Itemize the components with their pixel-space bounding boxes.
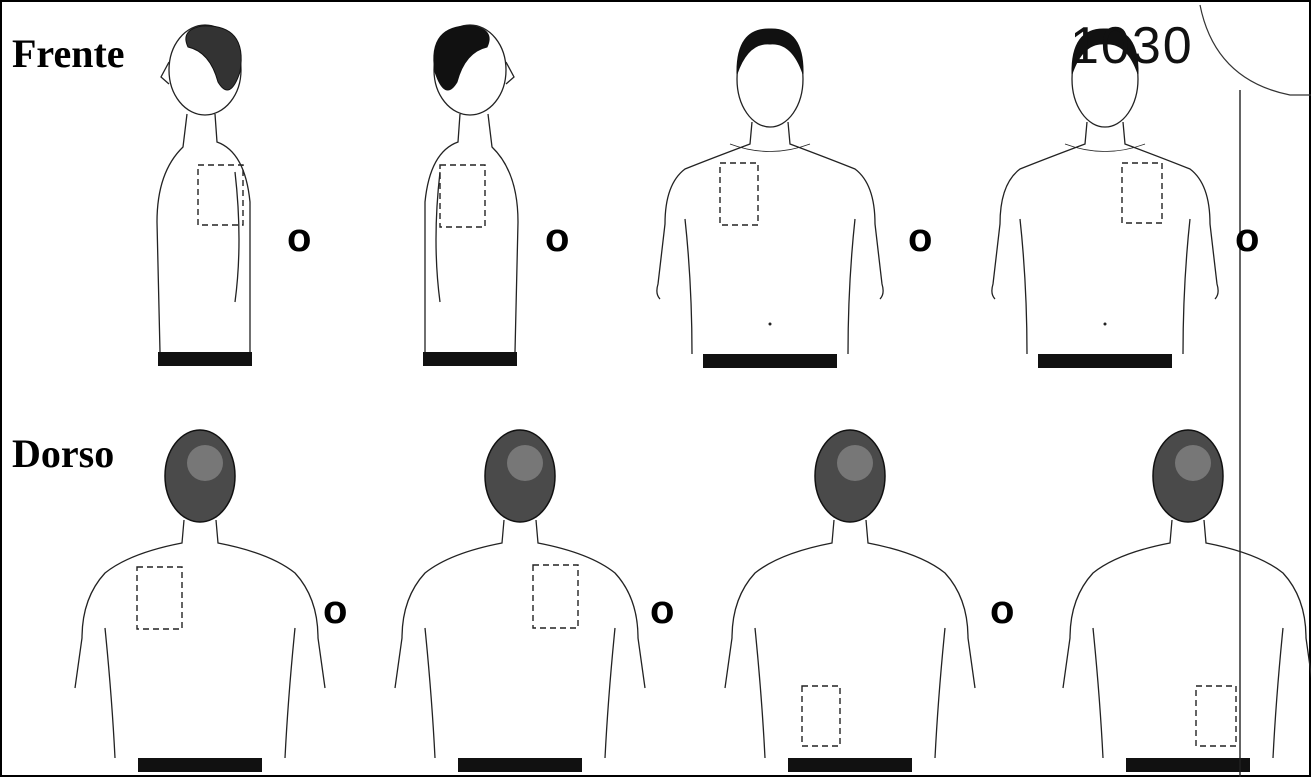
figure-hair-highlight-5 [187,445,223,481]
separator-o-4: o [1235,218,1259,258]
figure-navel-3 [769,323,772,326]
separator-o-5: o [323,590,347,630]
figure-waistband-back-6 [458,758,582,772]
application-area-patch-7 [802,686,840,746]
figure-torso-back-5 [75,520,325,758]
figure-hair-side-1 [186,26,241,90]
figure-torso-back-6 [395,520,645,758]
figure-waistband-side-2 [423,352,517,366]
figure-waistband-side-1 [158,352,252,366]
application-area-patch-5 [137,567,182,629]
separator-o-6: o [650,590,674,630]
figure-waistband-front-4 [1038,354,1172,368]
application-area-patch-6 [533,565,578,628]
back-row-label: Dorso [12,434,114,474]
stamp-seal-arc [1200,5,1311,95]
separator-o-1: o [287,218,311,258]
figure-waistband-back-7 [788,758,912,772]
figure-hair-highlight-7 [837,445,873,481]
figure-collar-front-3 [730,144,810,152]
figure-hair-side-2 [434,26,489,90]
figure-torso-side-2 [425,114,518,352]
figure-hair-highlight-8 [1175,445,1211,481]
figure-hair-front-3 [737,29,803,74]
application-area-patch-8 [1196,686,1236,746]
handwritten-stamp-number: 1030 [1070,20,1194,72]
separator-o-3: o [908,218,932,258]
separator-o-7: o [990,590,1014,630]
figure-waistband-back-8 [1126,758,1250,772]
figure-torso-side-1 [157,114,250,352]
figure-hair-highlight-6 [507,445,543,481]
figure-nose-side-2 [506,62,514,84]
figure-torso-back-8 [1063,520,1311,758]
figure-nose-side-1 [161,62,169,84]
figure-navel-4 [1104,323,1107,326]
application-area-patch-1 [198,165,243,225]
front-row-label: Frente [12,34,125,74]
application-area-patch-3 [720,163,758,225]
application-area-patch-2 [440,165,485,227]
figure-waistband-front-3 [703,354,837,368]
figure-waistband-back-5 [138,758,262,772]
figure-collar-front-4 [1065,144,1145,152]
figure-torso-front-3 [657,122,883,354]
figure-torso-back-7 [725,520,975,758]
application-area-patch-4 [1122,163,1162,223]
separator-o-2: o [545,218,569,258]
figure-torso-front-4 [992,122,1218,354]
